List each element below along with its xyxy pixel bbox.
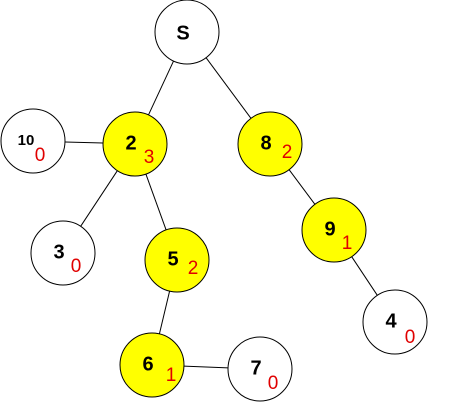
edge-8-9 bbox=[288, 169, 316, 205]
node-label: 7 bbox=[250, 357, 261, 379]
node-circle bbox=[30, 220, 96, 286]
node-subscript: 3 bbox=[144, 147, 155, 168]
edge-9-4 bbox=[351, 256, 378, 296]
node-subscript: 1 bbox=[166, 365, 177, 386]
edge-2-5 bbox=[145, 173, 167, 231]
node-circle bbox=[119, 332, 185, 398]
node-subscript: 0 bbox=[268, 373, 279, 394]
node-circle bbox=[227, 336, 293, 402]
node-9: 91 bbox=[301, 197, 367, 263]
node-6: 61 bbox=[119, 332, 185, 398]
node-7: 70 bbox=[227, 336, 293, 402]
edges-layer bbox=[64, 57, 378, 369]
node-circle bbox=[154, 0, 220, 65]
edge-S-8 bbox=[205, 57, 252, 119]
node-4: 40 bbox=[362, 289, 428, 355]
node-label: 4 bbox=[385, 310, 397, 332]
node-circle bbox=[0, 108, 66, 174]
node-label: 2 bbox=[125, 132, 136, 154]
node-label: 10 bbox=[18, 132, 35, 149]
node-subscript: 0 bbox=[35, 145, 46, 166]
node-subscript: 2 bbox=[282, 142, 293, 163]
node-label: 8 bbox=[260, 132, 271, 154]
node-circle bbox=[237, 111, 303, 177]
node-10: 100 bbox=[0, 108, 66, 174]
node-label: 5 bbox=[167, 248, 178, 270]
node-subscript: 0 bbox=[71, 256, 82, 277]
node-label: 9 bbox=[324, 218, 335, 240]
node-subscript: 1 bbox=[342, 233, 353, 254]
edge-2-10 bbox=[64, 141, 104, 144]
node-circle bbox=[362, 289, 428, 355]
node-2: 23 bbox=[102, 111, 168, 177]
edge-S-2 bbox=[148, 60, 174, 116]
node-circle bbox=[102, 111, 168, 177]
edge-5-6 bbox=[158, 291, 171, 334]
node-subscript: 2 bbox=[188, 258, 199, 279]
node-S: S bbox=[154, 0, 220, 65]
node-label: 6 bbox=[142, 353, 153, 375]
node-label: S bbox=[176, 22, 189, 44]
node-label: 3 bbox=[53, 241, 64, 263]
node-circle bbox=[144, 227, 210, 293]
node-subscript: 0 bbox=[405, 327, 416, 348]
edge-2-3 bbox=[80, 170, 118, 227]
edge-6-7 bbox=[183, 365, 229, 369]
node-circle bbox=[301, 197, 367, 263]
node-3: 30 bbox=[30, 220, 96, 286]
